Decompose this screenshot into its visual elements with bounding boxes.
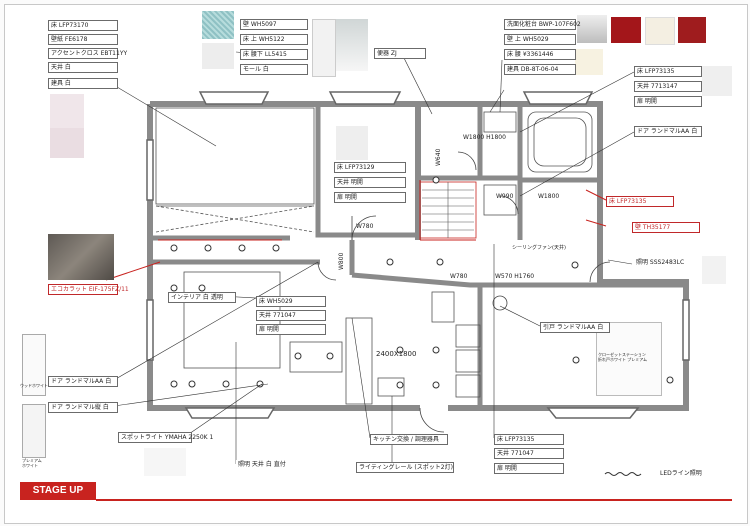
callout-living-ceiling: 天井 771047 [256, 310, 326, 321]
led-legend-label: LEDライン照明 [660, 470, 702, 477]
toilet-photo [312, 19, 336, 77]
faucet-photo-2 [575, 49, 603, 75]
callout-study-door: 扉 明開 [334, 192, 406, 203]
callout-hall-red2: 壁 TH35177 [632, 222, 700, 233]
dim-w990: W990 [496, 193, 514, 200]
windows [146, 91, 690, 419]
callout-spot-light: スポットライト YMAHA 2250K 1 [118, 432, 213, 443]
callout-living-panel: インテリア 白 透明 [168, 292, 236, 303]
door-sample-1 [22, 334, 46, 396]
dim-stair-note: シーリングファン(天井) [512, 244, 566, 251]
callout-toilet-floor2: 床 腰下 LL5415 [240, 49, 308, 60]
dimension-labels: W1800 H1800 W640 W990 W1800 W780 W800 W7… [338, 134, 566, 358]
callout-washbasin-3: 建具 DB-8T-06-04 [504, 64, 576, 75]
spotlight-photo [144, 448, 186, 476]
callout-entry-light: 照明 SSS2483LC [634, 258, 700, 267]
callout-tl-ceiling: 天井 白 [48, 62, 118, 73]
dim-w570h1760: W570 H1760 [495, 273, 534, 280]
wash-photo-3 [678, 17, 706, 43]
callout-tl-wall: 壁紙 FE6178 [48, 34, 118, 45]
dim-w800a: W800 [338, 252, 345, 270]
callout-bath-ceiling: 天井 7713147 [634, 81, 702, 92]
toilet-photo-2 [336, 19, 368, 71]
closet-door-sample [596, 322, 662, 396]
led-legend-symbol [604, 472, 642, 476]
callout-living-door: 扉 明開 [256, 324, 326, 335]
leader-lines [111, 51, 635, 466]
wash-photo-2 [611, 17, 641, 43]
stage-up-banner: STAGE UP [20, 482, 96, 500]
dim-w780: W780 [356, 223, 374, 230]
tile-swatch-white [202, 43, 234, 69]
callout-study-floor: 床 LFP73129 [334, 162, 406, 173]
door-sample-2 [22, 404, 46, 458]
callout-washbasin-title: 洗面化粧台 BWP-107F602 [504, 19, 581, 30]
room-lines [155, 107, 593, 405]
stone-wall-photo [48, 234, 114, 280]
study-tile-swatch [336, 126, 368, 160]
callout-study-ceiling: 天井 明開 [334, 177, 406, 188]
callout-br-door: 扉 明開 [494, 463, 564, 474]
callout-br-ceiling: 天井 771047 [494, 448, 564, 459]
callout-br-floor: 床 LFP73135 [494, 434, 564, 445]
callout-toilet-curtain: モール 白 [240, 64, 308, 75]
bath-tile-swatch [702, 66, 732, 96]
callout-tl-accent: アクセントクロス EBT11YY [48, 48, 127, 59]
dim-kitchen: 2400X1800 [376, 350, 416, 358]
dim-w780b: W780 [450, 273, 468, 280]
callout-door-l1: ドア ランドマルAA 白 [48, 376, 118, 387]
callout-dl-note: 照明 天井 白 直付 [236, 460, 304, 469]
dim-w1800: W1800 [538, 193, 559, 200]
door-sample-1-label: ウッドホワイト [20, 383, 48, 388]
stage-up-underline [96, 499, 732, 501]
door-swings [317, 151, 611, 433]
callout-bath-door: 扉 明開 [634, 96, 702, 107]
faucet-photo [645, 17, 675, 45]
callout-stone-panel: エコカラット EIF-175FZ/11 [48, 284, 129, 295]
floor-tile-swatch [50, 94, 84, 128]
floor-tile-swatch-2 [50, 128, 84, 158]
downlights [170, 176, 674, 389]
callout-tl-floor: 床 LFP73170 [48, 20, 118, 31]
entry-light-photo [702, 256, 726, 284]
dim-w640: W640 [435, 148, 442, 166]
callout-toilet-floor: 床 上 WH5122 [240, 34, 308, 45]
closet-note: クローゼットステーション 折れ戸ホワイト プレミアム [598, 352, 647, 362]
red-leaders [105, 180, 607, 281]
callout-tl-door: 建具 白 [48, 78, 118, 89]
tile-swatch-blue [202, 11, 234, 39]
callout-washbasin-1: 壁 上 WH5029 [504, 34, 576, 45]
callout-kitchen-note: キッチン交換 / 調理器具 [370, 434, 448, 445]
callout-door-l2: ドア ランドマル縦 白 [48, 402, 118, 413]
dim-w1800h1800: W1800 H1800 [463, 134, 506, 141]
wash-photo-1 [577, 15, 607, 43]
callout-door-white: ドア ランドマルAA 白 [634, 126, 702, 137]
staircase [422, 182, 474, 238]
callout-living-floor: 床 WH5029 [256, 296, 326, 307]
callout-kitchen-panel: ライティングレール (スポット2灯) [356, 462, 454, 473]
callout-toilet-unit: 便器 ZJ [374, 48, 426, 59]
callout-bath-floor: 床 LFP73135 [634, 66, 702, 77]
callout-sliding-door: 引戸 ランドマルAA 白 [540, 322, 610, 333]
callout-washbasin-2: 床 腰 ¥3361446 [504, 49, 576, 60]
door-sample-2-label: プレミアム ホワイト [22, 458, 42, 468]
callout-hall-red: 床 LFP73135 [606, 196, 674, 207]
callout-toilet-wall: 壁 WH5097 [240, 19, 308, 30]
